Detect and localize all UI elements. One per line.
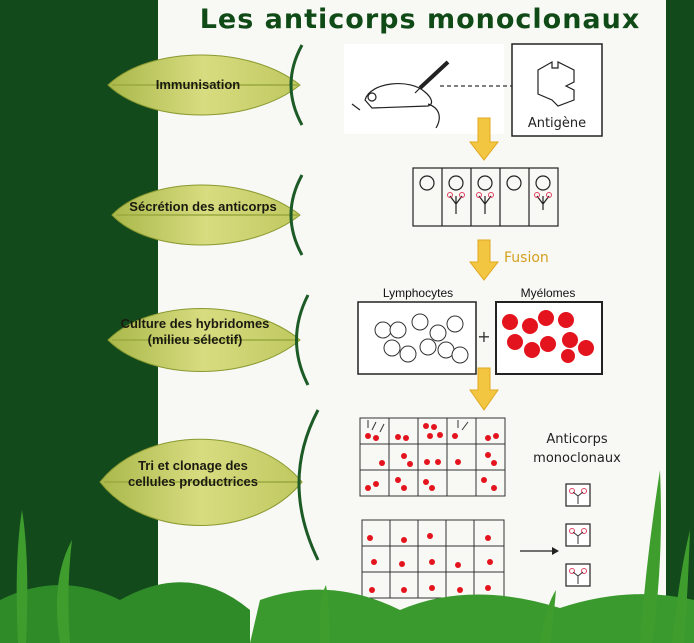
grid-top-cells [365,423,499,491]
step-label-culture: Culture des hybridomes (milieu sélectif) [120,316,270,347]
lymphocytes-box [357,301,477,375]
lymphocytes-label: Lymphocytes [383,286,453,300]
antibody-dots [447,192,552,198]
mouse-icon [351,83,440,129]
antigen-label: Antigène [528,116,586,131]
arrow-head [552,547,559,555]
fusion-label: Fusion [504,250,549,266]
antigen-icon [537,60,575,107]
clone-stems [572,491,584,584]
plus-sign: + [477,327,490,346]
leaf-stems [289,44,320,561]
step-label-secretion: Sécrétion des anticorps [129,199,277,214]
clone-antibodies [569,488,587,574]
leaf-immunisation [107,54,301,116]
step-label-tri: Tri et clonage des cellules productrices [127,458,259,489]
leaf-secretion [111,184,301,246]
myelomes-label: Myélomes [521,286,576,300]
grid-top-antibodies [367,420,469,433]
mouse-box [344,44,504,134]
down-arrows [468,117,500,411]
anticorps-label-1: Anticorps [546,432,608,447]
leaf-tri [99,438,303,526]
grass-decoration [0,470,694,643]
clone-boxes [565,483,591,587]
page-title: Les anticorps monoclonaux [199,4,641,35]
leaf-culture [107,308,301,372]
step-label-immunisation: Immunisation [155,77,241,92]
sorting-grid-bottom [361,519,505,599]
syringe-icon [414,60,450,94]
myelomes-box [495,301,603,375]
secretion-strip [412,167,559,227]
anticorps-label-2: monoclonaux [533,451,621,466]
grid-bottom-cells [367,533,493,593]
sorting-grid-top [359,417,506,497]
